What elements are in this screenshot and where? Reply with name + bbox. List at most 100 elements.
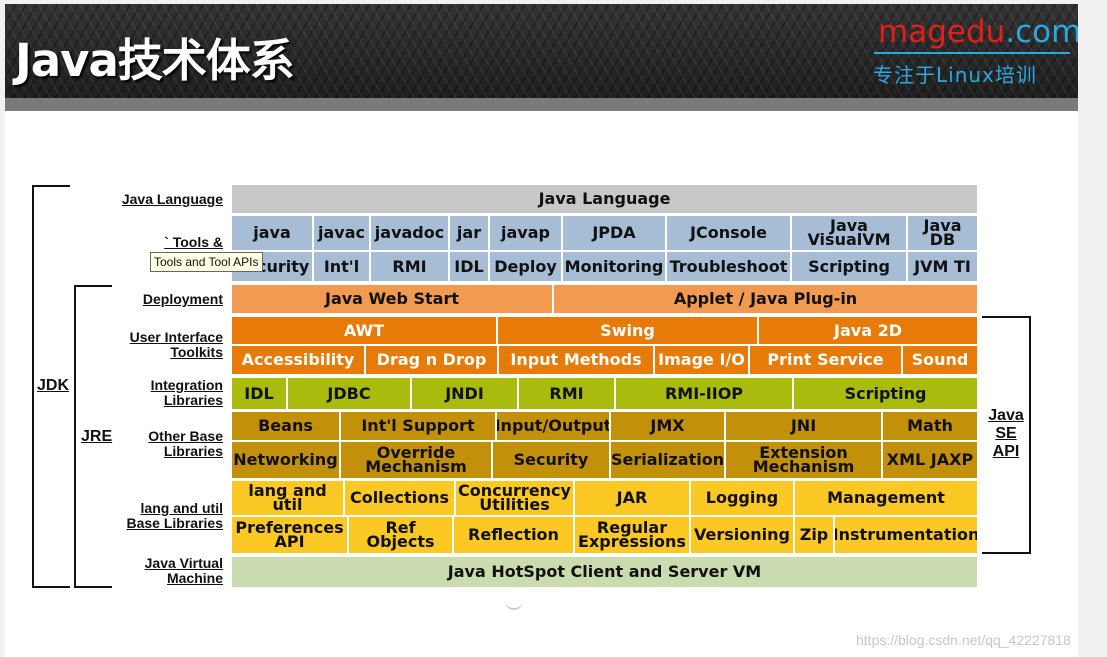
cell-visualvm: Java VisualVM <box>791 215 907 251</box>
java-se-api-line1: Java <box>988 407 1024 424</box>
row-labels: Java Language ` Tools & Deployment User … <box>105 4 223 657</box>
cell-intl-support: Int'l Support <box>340 411 496 441</box>
cell-jdbc: JDBC <box>287 377 411 410</box>
cell-swing: Swing <box>497 316 758 345</box>
cell-jndi: JNDI <box>411 377 518 410</box>
label-user-interface-line1: User Interface <box>129 329 223 345</box>
cell-java-language: Java Language <box>231 184 978 214</box>
cell-java: java <box>231 215 313 251</box>
cell-troubleshoot: Troubleshoot <box>666 251 791 282</box>
tooltip: Tools and Tool APIs <box>150 252 263 272</box>
cell-zip: Zip <box>794 516 834 554</box>
cell-hotspot: Java HotSpot Client and Server VM <box>231 556 978 588</box>
cell-jpda: JPDA <box>562 215 666 251</box>
cell-rmi-tool: RMI <box>370 251 449 282</box>
label-lang-util: lang and util Base Libraries <box>127 501 224 531</box>
java-se-api-bracket <box>982 316 1031 554</box>
watermark: https://blog.csdn.net/qq_42227818 <box>856 632 1071 648</box>
cell-idl: IDL <box>231 377 287 410</box>
cell-security: Security <box>492 441 610 479</box>
cell-extension-mechanism: Extension Mechanism <box>725 441 882 479</box>
jre-label: JRE <box>80 428 114 446</box>
cell-dragndrop: Drag n Drop <box>365 345 498 375</box>
label-deployment: Deployment <box>142 291 223 307</box>
cell-input-output: Input/Output <box>496 411 610 441</box>
cell-jar-lib: JAR <box>574 480 690 516</box>
cell-print-service: Print Service <box>749 345 902 375</box>
cell-scripting: Scripting <box>793 377 978 410</box>
cell-logging: Logging <box>690 480 794 516</box>
cell-regular-expressions: Regular Expressions <box>574 516 690 554</box>
cell-management: Management <box>794 480 978 516</box>
cell-reflection: Reflection <box>453 516 574 554</box>
label-java-language: Java Language <box>121 191 223 207</box>
cell-networking: Networking <box>231 441 340 479</box>
label-user-interface-line2: Toolkits <box>170 344 223 360</box>
cell-applet: Applet / Java Plug-in <box>553 284 978 314</box>
label-other-base-line2: Libraries <box>163 443 223 459</box>
label-other-base: Other Base Libraries <box>148 429 223 459</box>
label-user-interface: User Interface Toolkits <box>130 330 223 360</box>
cell-math: Math <box>882 411 978 441</box>
cell-sound: Sound <box>902 345 978 375</box>
page-title: Java技术体系 <box>15 34 295 87</box>
cell-deploy: Deploy <box>489 251 562 282</box>
label-integration-line2: Libraries <box>163 392 223 408</box>
cell-collections: Collections <box>344 480 455 516</box>
brand-logo: magedu.com <box>878 14 1078 50</box>
label-other-base-line1: Other Base <box>148 428 223 444</box>
brand-tagline: 专注于Linux培训 <box>873 63 1037 87</box>
cell-rmi: RMI <box>518 377 615 410</box>
brand-divider <box>874 52 1070 54</box>
cell-jvmti: JVM TI <box>907 251 978 282</box>
java-se-api-label: Java SE API <box>985 407 1027 461</box>
cell-monitoring: Monitoring <box>562 251 666 282</box>
cell-javap: javap <box>489 215 562 251</box>
cell-input-methods: Input Methods <box>498 345 654 375</box>
cell-awt: AWT <box>231 316 497 345</box>
brand-name: magedu <box>878 14 1006 50</box>
cell-versioning: Versioning <box>690 516 794 554</box>
java-se-api-line2: SE <box>995 425 1017 442</box>
cell-java2d: Java 2D <box>758 316 978 345</box>
jdk-label: JDK <box>36 377 71 395</box>
cell-preferences-api: Preferences API <box>231 516 348 554</box>
label-lang-util-line2: Base Libraries <box>126 515 224 531</box>
loading-spinner-icon <box>505 596 523 610</box>
label-integration: Integration Libraries <box>151 378 223 408</box>
brand-domain: .com <box>1005 14 1078 50</box>
label-jvm-line1: Java Virtual <box>144 555 223 571</box>
jre-bracket <box>74 285 112 588</box>
slide: Java技术体系 magedu.com 专注于Linux培训 JDK JRE J… <box>5 4 1078 657</box>
label-jvm: Java Virtual Machine <box>145 556 223 586</box>
label-integration-line1: Integration <box>150 377 223 393</box>
label-jvm-line2: Machine <box>166 570 223 586</box>
cell-javadb: Java DB <box>907 215 978 251</box>
cell-instrumentation: Instrumentation <box>834 516 978 554</box>
cell-jmx: JMX <box>610 411 725 441</box>
cell-idl-tool: IDL <box>449 251 489 282</box>
cell-jni: JNI <box>725 411 882 441</box>
banner: Java技术体系 magedu.com 专注于Linux培训 <box>5 4 1078 111</box>
cell-accessibility: Accessibility <box>231 345 365 375</box>
banner-strip <box>5 98 1078 111</box>
cell-javadoc: javadoc <box>370 215 449 251</box>
cell-ref-objects: Ref Objects <box>348 516 453 554</box>
cell-concurrency-utilities: Concurrency Utilities <box>455 480 574 516</box>
cell-override-mechanism: Override Mechanism <box>340 441 492 479</box>
cell-javac: javac <box>313 215 370 251</box>
cell-jar: jar <box>449 215 489 251</box>
cell-serialization: Serialization <box>610 441 725 479</box>
cell-lang-and-util: lang and util <box>231 480 344 516</box>
cell-scripting-tool: Scripting <box>791 251 907 282</box>
cell-image-io: Image I/O <box>654 345 749 375</box>
cell-java-web-start: Java Web Start <box>231 284 553 314</box>
label-tools: ` Tools & <box>164 234 223 250</box>
cell-xml-jaxp: XML JAXP <box>882 441 978 479</box>
cell-jconsole: JConsole <box>666 215 791 251</box>
jdk-bracket <box>32 185 70 588</box>
cell-rmi-iiop: RMI-IIOP <box>615 377 793 410</box>
cell-intl: Int'l <box>313 251 370 282</box>
label-lang-util-line1: lang and util <box>140 500 223 516</box>
cell-beans: Beans <box>231 411 340 441</box>
